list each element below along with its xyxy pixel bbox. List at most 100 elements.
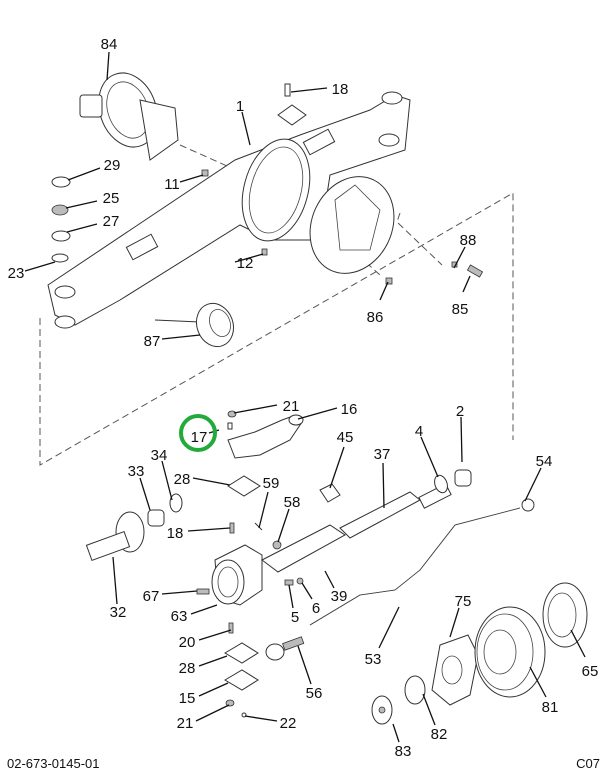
callout-label-54[interactable]: 54 <box>536 453 553 470</box>
callout-leader-56 <box>297 645 312 685</box>
callout-leader-4 <box>420 436 439 478</box>
callout-label-1[interactable]: 1 <box>236 98 244 115</box>
callout-label-6[interactable]: 6 <box>312 600 320 617</box>
callout-label-37[interactable]: 37 <box>374 446 391 463</box>
callout-leader-28a <box>192 477 231 486</box>
callout-leader-21b <box>195 704 230 722</box>
callout-label-58[interactable]: 58 <box>284 494 301 511</box>
callout-label-75[interactable]: 75 <box>455 593 472 610</box>
callout-label-28b[interactable]: 28 <box>179 660 196 677</box>
callout-label-15[interactable]: 15 <box>179 690 196 707</box>
callout-label-39[interactable]: 39 <box>331 588 348 605</box>
callout-label-45[interactable]: 45 <box>337 429 354 446</box>
callout-label-63[interactable]: 63 <box>171 608 188 625</box>
callout-label-18a[interactable]: 18 <box>332 81 349 98</box>
callout-label-59[interactable]: 59 <box>263 475 280 492</box>
part-housing-cover <box>309 176 395 274</box>
callout-label-11[interactable]: 11 <box>164 176 180 193</box>
callout-leader-59 <box>258 491 269 529</box>
callout-label-20[interactable]: 20 <box>179 634 196 651</box>
callout-label-33[interactable]: 33 <box>128 463 145 480</box>
callout-leader-1 <box>241 111 251 146</box>
callout-label-56[interactable]: 56 <box>306 685 323 702</box>
document-number: 02-673-0145-01 <box>7 756 100 771</box>
callout-label-25[interactable]: 25 <box>103 190 120 207</box>
callout-leader-88 <box>453 246 466 269</box>
callout-label-5[interactable]: 5 <box>291 609 299 626</box>
callout-label-23[interactable]: 23 <box>8 265 25 282</box>
callout-label-22[interactable]: 22 <box>280 715 297 732</box>
callout-leader-12 <box>234 253 264 263</box>
callout-label-21b[interactable]: 21 <box>177 715 194 732</box>
callout-leader-6 <box>301 582 313 600</box>
callout-leader-85 <box>462 275 471 293</box>
callout-leader-53 <box>378 606 400 649</box>
callout-leader-84 <box>106 51 110 81</box>
callout-leader-29 <box>67 167 101 181</box>
callout-leader-39 <box>324 570 335 589</box>
callout-label-4[interactable]: 4 <box>415 423 423 440</box>
callout-label-53[interactable]: 53 <box>365 651 382 668</box>
callout-leader-67 <box>161 590 198 595</box>
linkage-parts <box>261 469 535 626</box>
callout-leader-82 <box>422 693 436 726</box>
callout-leader-15 <box>198 682 229 697</box>
callout-leader-81 <box>529 666 547 698</box>
callout-leader-37 <box>382 462 385 509</box>
callout-leader-45 <box>329 446 345 489</box>
callout-label-28a[interactable]: 28 <box>174 471 191 488</box>
callout-label-12[interactable]: 12 <box>237 255 254 272</box>
sheet-code: C07 <box>576 756 600 771</box>
callout-leader-16 <box>297 407 338 420</box>
callout-label-21a[interactable]: 21 <box>283 398 300 415</box>
part-differential-carrier <box>79 72 179 161</box>
callout-leader-20 <box>198 629 232 641</box>
callout-label-83[interactable]: 83 <box>395 743 412 760</box>
callout-leaders <box>24 51 586 743</box>
callout-leader-33 <box>139 477 151 511</box>
callout-label-18b[interactable]: 18 <box>167 525 184 542</box>
part-steering-arm <box>227 410 304 459</box>
callout-leader-34 <box>161 460 173 501</box>
callout-leader-23 <box>24 261 56 272</box>
callout-leader-22 <box>244 715 278 722</box>
callout-leader-87 <box>161 334 201 340</box>
callout-leader-21a <box>233 404 278 414</box>
callout-leader-27 <box>66 223 98 233</box>
callout-label-82[interactable]: 82 <box>431 726 448 743</box>
part-axle-housing <box>47 91 411 329</box>
part-brake-chamber <box>154 302 235 348</box>
callout-label-16[interactable]: 16 <box>341 401 358 418</box>
callout-label-87[interactable]: 87 <box>144 333 161 350</box>
callout-leader-25 <box>65 200 98 209</box>
callout-label-86[interactable]: 86 <box>367 309 384 326</box>
callout-leader-11 <box>179 174 204 183</box>
callout-label-84[interactable]: 84 <box>101 36 118 53</box>
callout-label-17[interactable]: 17 <box>191 429 208 446</box>
callout-leader-18b <box>187 527 231 532</box>
callout-label-65[interactable]: 65 <box>582 663 599 680</box>
callout-label-2[interactable]: 2 <box>456 403 464 420</box>
callout-leader-65 <box>570 629 586 658</box>
callout-leader-32 <box>112 556 118 605</box>
callout-leader-58 <box>277 508 290 543</box>
highlight-ring <box>179 414 217 452</box>
callout-leader-54 <box>524 467 542 502</box>
callout-label-27[interactable]: 27 <box>103 213 120 230</box>
callout-leader-2 <box>460 416 463 463</box>
callout-label-67[interactable]: 67 <box>143 588 160 605</box>
callout-label-81[interactable]: 81 <box>542 699 559 716</box>
callout-label-29[interactable]: 29 <box>104 157 121 174</box>
callout-leader-63 <box>190 604 218 615</box>
callout-label-32[interactable]: 32 <box>110 604 127 621</box>
callout-leader-75 <box>449 607 460 638</box>
callout-label-85[interactable]: 85 <box>452 301 469 318</box>
callout-label-88[interactable]: 88 <box>460 232 477 249</box>
hardware-parts <box>51 83 484 285</box>
callout-leader-18a <box>290 87 328 93</box>
callout-label-34[interactable]: 34 <box>151 447 168 464</box>
callout-leader-5 <box>288 584 294 609</box>
callout-leader-28b <box>198 655 228 667</box>
